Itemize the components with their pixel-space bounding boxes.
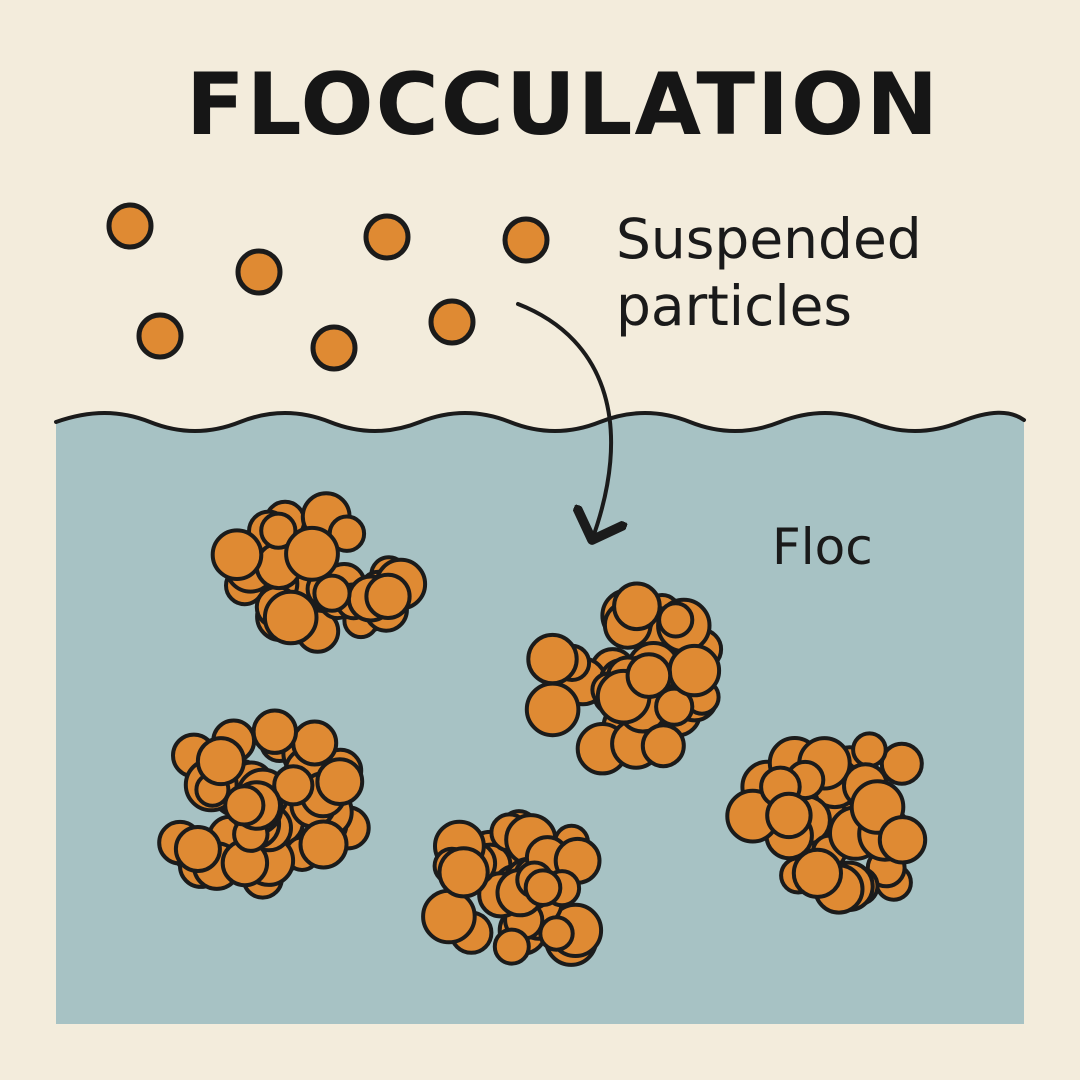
floc-particle xyxy=(492,927,531,966)
floc-particle xyxy=(421,888,477,945)
floc-particle xyxy=(523,868,563,908)
floc-particle xyxy=(210,528,264,582)
floc-particle xyxy=(879,741,924,786)
floc-particle xyxy=(654,686,695,727)
floc-particle xyxy=(612,581,662,632)
floc-particle xyxy=(765,791,813,840)
suspended-particle xyxy=(106,202,154,250)
floc-label: Floc xyxy=(772,518,873,576)
floc-clusters-group xyxy=(157,491,928,967)
floc-particle xyxy=(291,719,339,767)
floc-particle xyxy=(524,681,581,738)
suspended-particle xyxy=(363,213,411,261)
curved-arrow-icon xyxy=(516,302,611,540)
floc-particle xyxy=(272,764,315,807)
floc-particle xyxy=(259,511,298,550)
suspended-particle xyxy=(235,248,283,296)
floc-particle xyxy=(877,815,928,865)
floc-cluster xyxy=(157,708,371,900)
water-surface-line xyxy=(54,410,1026,433)
floc-particle xyxy=(526,632,579,686)
floc-particle xyxy=(262,589,319,646)
page-title: FLOCCULATION xyxy=(186,55,941,155)
suspended-label-line-2: particles xyxy=(616,274,853,339)
floc-cluster xyxy=(421,809,604,967)
floc-particle xyxy=(312,573,352,613)
floc-particle xyxy=(657,601,695,639)
suspended-particles-label: Suspended particles xyxy=(616,206,922,340)
floc-cluster xyxy=(210,491,428,654)
floc-particle xyxy=(538,915,575,952)
floc-particle xyxy=(284,525,340,582)
floc-particle xyxy=(251,708,298,755)
suspended-particle xyxy=(502,216,550,264)
suspended-particle xyxy=(136,312,184,360)
floc-particle xyxy=(667,643,722,698)
floc-particle xyxy=(625,652,673,699)
suspended-particle xyxy=(428,298,476,346)
suspended-particles-group xyxy=(106,202,550,372)
floc-particle xyxy=(315,757,365,806)
floc-particle xyxy=(437,846,490,899)
suspended-label-line-1: Suspended xyxy=(616,207,922,271)
floc-particle xyxy=(223,784,266,827)
floc-particle xyxy=(298,819,349,870)
floc-particle xyxy=(195,736,246,787)
floc-cluster xyxy=(524,581,724,776)
floc-cluster xyxy=(725,731,928,915)
floc-particle xyxy=(173,825,222,873)
floc-particle xyxy=(791,847,844,899)
floc-particle xyxy=(364,572,412,621)
floc-particle xyxy=(640,723,686,769)
suspended-particle xyxy=(310,324,358,372)
floc-particle xyxy=(851,731,888,769)
